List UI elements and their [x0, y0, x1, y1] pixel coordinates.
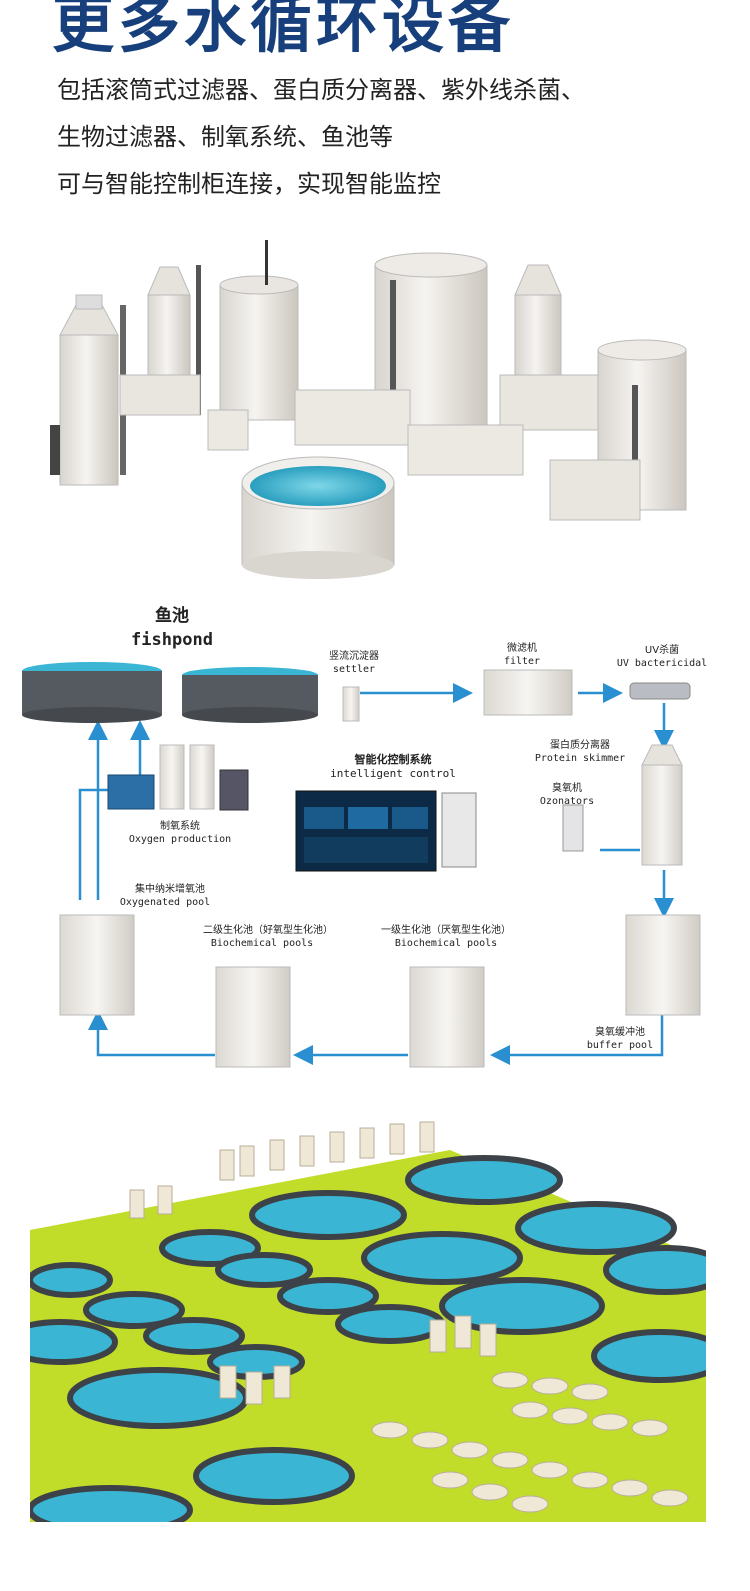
intro-line-3: 可与智能控制柜连接，实现智能监控: [57, 170, 441, 198]
filter-icon: [483, 669, 573, 716]
bio2-label-cn: 二级生化池（好氧型生化池）: [203, 923, 333, 936]
round-fish-pool: [241, 456, 395, 579]
intro-text: 包括滚筒式过滤器、蛋白质分离器、紫外线杀菌、 生物过滤器、制氧系统、鱼池等 可与…: [57, 70, 585, 211]
buffer-pool-icon: [625, 914, 701, 1016]
control-label-cn: 智能化控制系统: [355, 752, 432, 766]
skimmer-label-en: Protein skimmer: [535, 753, 625, 764]
flow-lines: [78, 683, 674, 1065]
oxygen-production-icon: [107, 744, 249, 811]
settler-icon: [342, 686, 360, 722]
pump-unit: [207, 409, 249, 451]
settler-label-en: settler: [333, 664, 375, 675]
drum-filter-box: [294, 389, 411, 446]
filter-label-cn: 微滤机: [507, 641, 537, 654]
oxy-pool-label-en: Oxygenated pool: [120, 897, 210, 908]
equipment-product-photo: [50, 240, 687, 579]
oxygenated-pool-icon: [59, 914, 135, 1016]
buffer-label-en: buffer pool: [587, 1040, 653, 1051]
ozonator-icon: [562, 804, 584, 852]
small-tanks: [129, 1121, 497, 1405]
cylinder-tank-3: [549, 339, 687, 521]
skimmer-tank-3: [499, 264, 601, 431]
bio1-label-en: Biochemical pools: [395, 938, 497, 949]
fishpond-label-cn: 鱼池: [155, 605, 189, 626]
pond-grid: [30, 1155, 706, 1522]
bio2-pool-icon: [215, 966, 291, 1068]
control-screen: [295, 790, 477, 872]
uv-label-en: UV bactericidal: [617, 658, 707, 669]
process-flow-diagram: 鱼池 fishpond 竖流沉淀器 settler 微滤机 filter UV杀…: [22, 605, 707, 1068]
small-round-tanks: [371, 1371, 689, 1513]
settler-label-cn: 竖流沉淀器: [329, 649, 379, 662]
intro-line-1: 包括滚筒式过滤器、蛋白质分离器、紫外线杀菌、: [57, 76, 585, 104]
bio1-pool-icon: [409, 966, 485, 1068]
uv-icon: [629, 682, 691, 700]
bio-filter-box: [407, 424, 524, 476]
intro-line-2: 生物过滤器、制氧系统、鱼池等: [57, 123, 393, 151]
filter-label-en: filter: [504, 656, 540, 667]
skimmer-label-cn: 蛋白质分离器: [550, 738, 610, 751]
headline: 更多水循环设备: [52, 0, 515, 61]
ozone-label-en: Ozonators: [540, 796, 594, 807]
control-label-en: intelligent control: [330, 767, 456, 780]
cylinder-tank-1: [219, 240, 299, 421]
protein-skimmer-tank: [50, 294, 126, 486]
skimmer-icon: [641, 744, 683, 866]
ozone-label-cn: 臭氧机: [552, 781, 582, 794]
bio1-label-cn: 一级生化池（厌氧型生化池）: [381, 923, 511, 936]
bio2-label-en: Biochemical pools: [211, 938, 313, 949]
skimmer-tank-2: [119, 265, 201, 416]
buffer-label-cn: 臭氧缓冲池: [595, 1025, 645, 1038]
oxy-pool-label-cn: 集中纳米增氧池: [135, 882, 205, 895]
uv-label-cn: UV杀菌: [645, 643, 679, 656]
fishpond-icon: [22, 662, 318, 723]
farm-layout-illustration: [30, 1110, 706, 1522]
oxygen-label-cn: 制氧系统: [160, 819, 200, 832]
oxygen-label-en: Oxygen production: [129, 834, 231, 845]
fishpond-label-en: fishpond: [131, 630, 213, 650]
